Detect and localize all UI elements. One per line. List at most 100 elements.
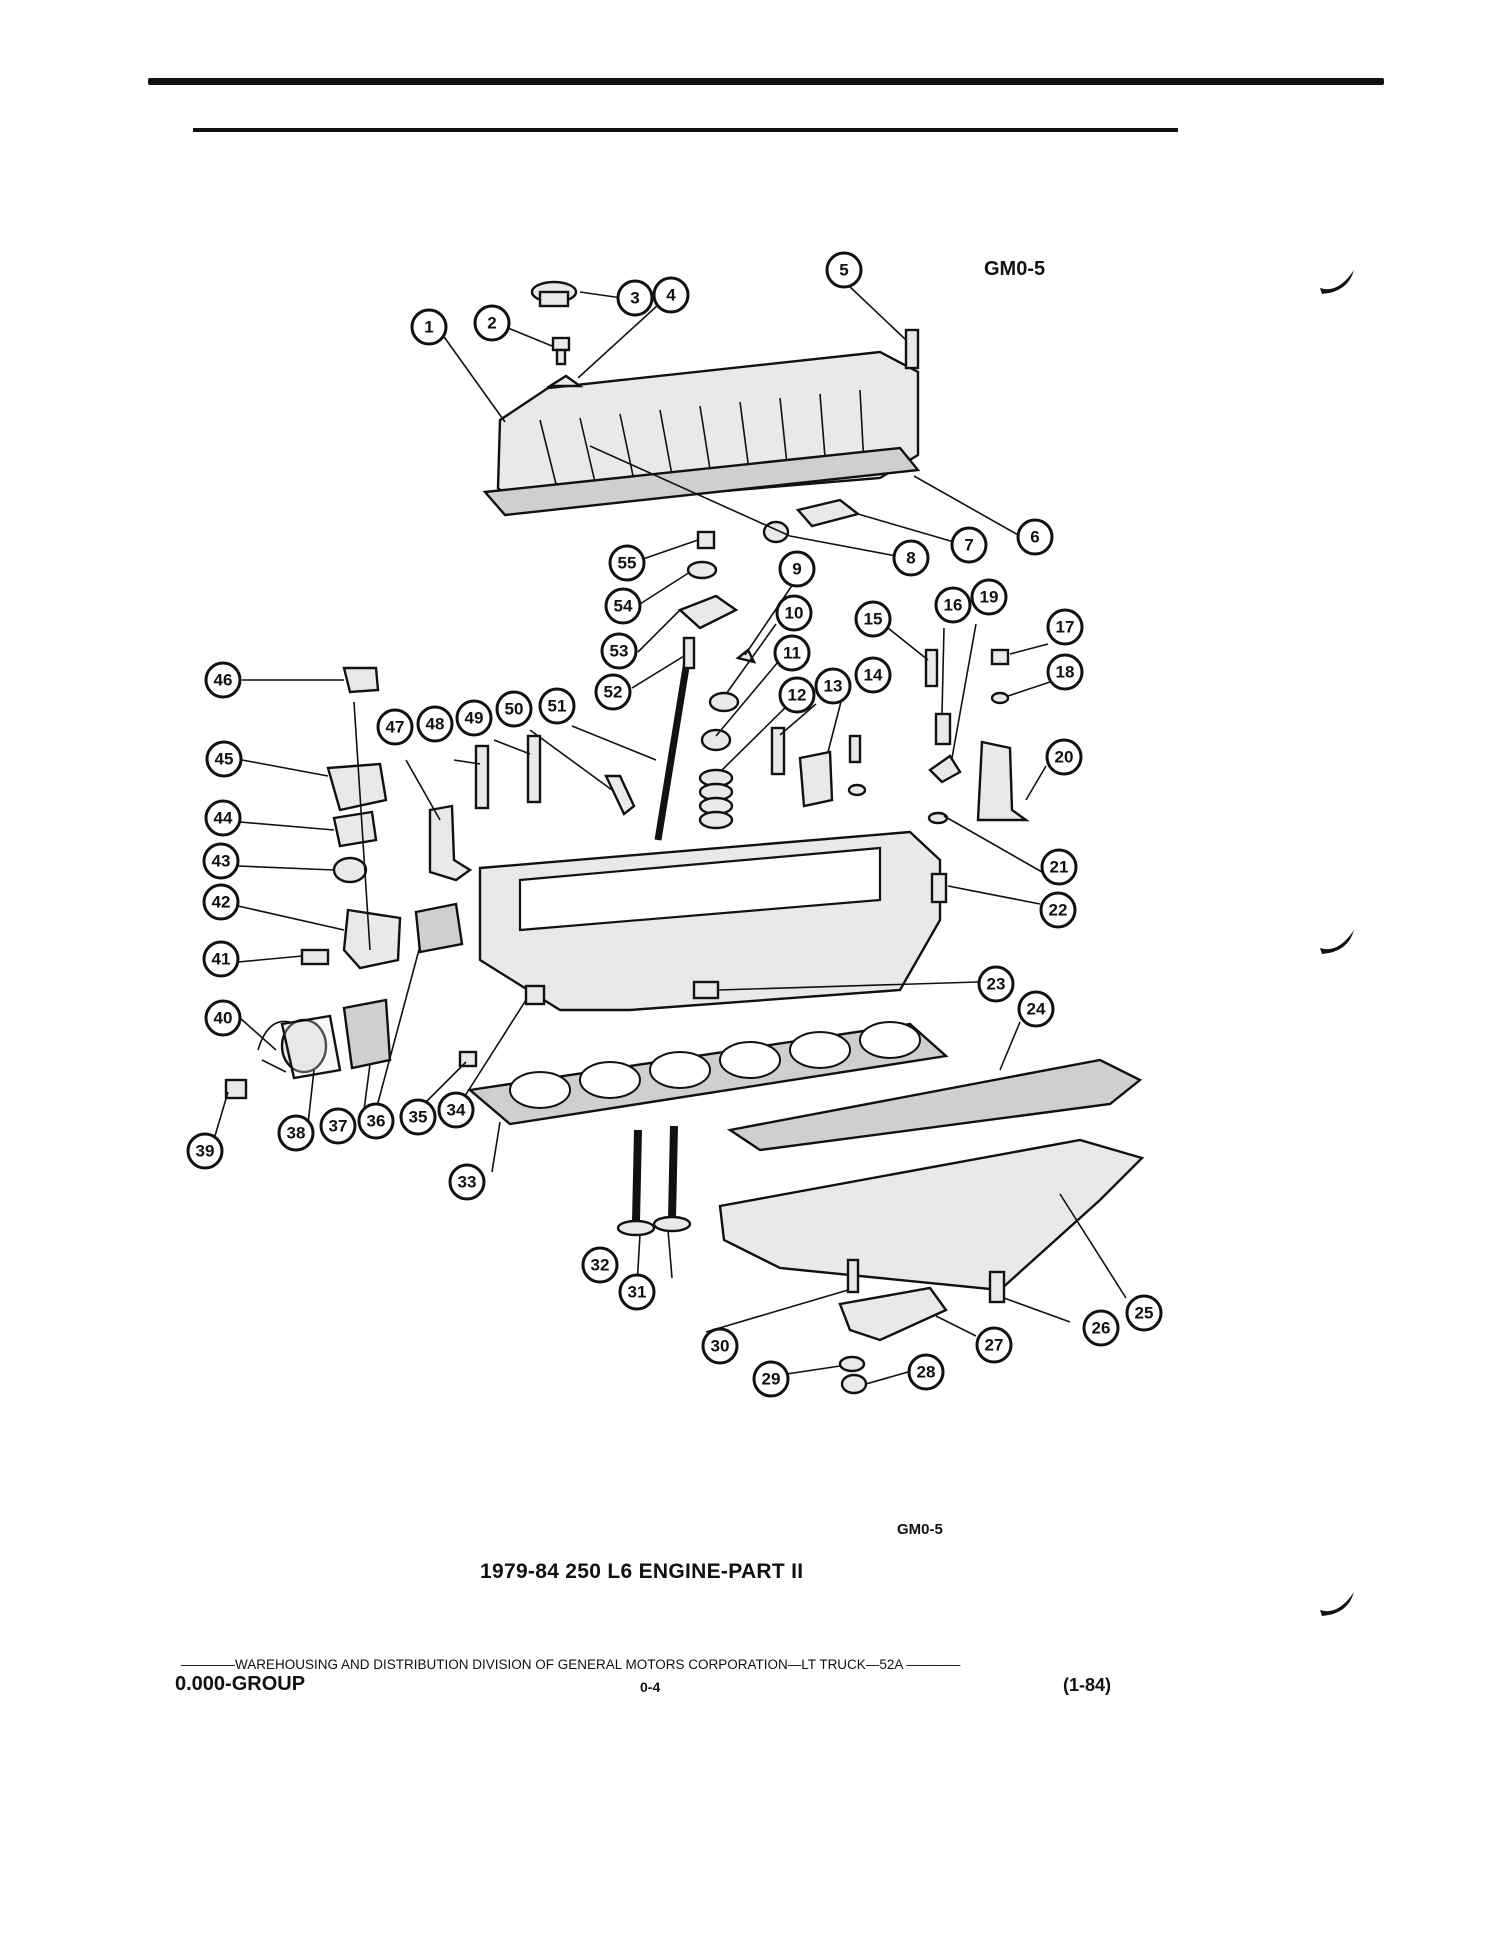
svg-text:17: 17 [1056, 618, 1075, 637]
spring-cap [708, 691, 740, 713]
valve-key [735, 648, 757, 664]
svg-text:11: 11 [783, 644, 801, 663]
svg-text:7: 7 [964, 536, 973, 555]
svg-text:23: 23 [987, 975, 1006, 994]
svg-text:40: 40 [214, 1009, 233, 1028]
washer-14 [847, 783, 867, 797]
svg-text:52: 52 [604, 683, 623, 702]
bolt-41 [300, 948, 330, 966]
nut-28 [840, 1373, 868, 1395]
callout-44: 44 [204, 799, 242, 837]
svg-text:12: 12 [788, 686, 807, 705]
svg-text:34: 34 [447, 1101, 466, 1120]
callout-51: 51 [538, 687, 576, 725]
housing-42 [342, 908, 402, 970]
svg-text:20: 20 [1055, 748, 1074, 767]
svg-text:26: 26 [1092, 1319, 1111, 1338]
callout-38: 38 [277, 1114, 315, 1152]
figure-code-bottom: GM0-5 [897, 1521, 943, 1538]
plug-35 [458, 1050, 478, 1068]
callout-7: 7 [950, 526, 988, 564]
callout-26: 26 [1082, 1309, 1120, 1347]
pushrod [654, 654, 692, 841]
svg-text:27: 27 [985, 1336, 1004, 1355]
rocker-stud [682, 636, 696, 670]
callout-18: 18 [1046, 653, 1084, 691]
callout-39: 39 [186, 1132, 224, 1170]
svg-text:3: 3 [630, 289, 639, 308]
svg-text:45: 45 [215, 750, 234, 769]
pump-38 [280, 1014, 342, 1080]
callout-10: 10 [775, 594, 813, 632]
rocker-ball [686, 560, 718, 580]
svg-text:51: 51 [548, 697, 567, 716]
binder-mark-top [1320, 270, 1354, 294]
callout-15: 15 [854, 600, 892, 638]
svg-text:15: 15 [864, 610, 883, 629]
binder-mark-middle [1320, 930, 1354, 954]
bolt-13 [770, 726, 786, 776]
callout-33: 33 [448, 1163, 486, 1201]
svg-text:33: 33 [458, 1173, 477, 1192]
spark-plug-50 [604, 774, 636, 816]
clip-19 [928, 754, 962, 784]
svg-text:14: 14 [864, 666, 883, 685]
callout-40: 40 [204, 999, 242, 1037]
svg-text:21: 21 [1050, 858, 1069, 877]
callout-41: 41 [202, 940, 240, 978]
bolt-17 [990, 648, 1010, 666]
callout-43: 43 [202, 842, 240, 880]
top-rule [148, 78, 1384, 85]
svg-text:25: 25 [1135, 1304, 1154, 1323]
callout-27: 27 [975, 1326, 1013, 1364]
svg-text:19: 19 [980, 588, 999, 607]
callout-29: 29 [752, 1360, 790, 1398]
rocker-arm [677, 594, 739, 630]
svg-text:24: 24 [1027, 1000, 1046, 1019]
callout-50: 50 [495, 690, 533, 728]
bolt-16 [934, 712, 952, 746]
callout-48: 48 [416, 705, 454, 743]
callout-25: 25 [1125, 1294, 1163, 1332]
callout-55: 55 [608, 544, 646, 582]
valve-spring [698, 768, 734, 830]
footer-division-line: ————WAREHOUSING AND DISTRIBUTION DIVISIO… [181, 1657, 961, 1672]
bracket-47 [428, 804, 473, 882]
outlet-45 [326, 762, 388, 812]
callout-1: 1 [410, 308, 448, 346]
grommet-8 [762, 520, 790, 544]
svg-text:16: 16 [944, 596, 963, 615]
cover-27 [838, 1286, 948, 1342]
oil-filler-cap [530, 280, 578, 308]
callout-31: 31 [618, 1273, 656, 1311]
callout-54: 54 [604, 587, 642, 625]
svg-text:22: 22 [1049, 901, 1068, 920]
callout-45: 45 [205, 740, 243, 778]
callout-24: 24 [1017, 990, 1055, 1028]
callout-46: 46 [204, 661, 242, 699]
bolt-48 [474, 744, 490, 810]
callout-9: 9 [778, 550, 816, 588]
svg-text:48: 48 [426, 715, 445, 734]
svg-text:35: 35 [409, 1108, 428, 1127]
callout-13: 13 [814, 667, 852, 705]
svg-text:29: 29 [762, 1370, 781, 1389]
bracket-20 [976, 740, 1030, 822]
svg-text:37: 37 [329, 1117, 348, 1136]
head-gasket [467, 1021, 949, 1126]
callout-53: 53 [600, 632, 638, 670]
figure-caption: 1979-84 250 L6 ENGINE-PART II [480, 1560, 804, 1583]
clip-4 [545, 374, 584, 388]
figure-code-top: GM0-5 [984, 258, 1046, 280]
callout-32: 32 [581, 1246, 619, 1284]
tube-14 [798, 750, 834, 808]
gasket-37 [342, 998, 392, 1070]
svg-text:5: 5 [839, 261, 848, 280]
callout-12: 12 [778, 676, 816, 714]
svg-text:47: 47 [386, 718, 405, 737]
bolt-49 [526, 734, 542, 804]
sensor-46 [342, 666, 380, 694]
callout-23: 23 [977, 965, 1015, 1003]
callout-14: 14 [854, 656, 892, 694]
